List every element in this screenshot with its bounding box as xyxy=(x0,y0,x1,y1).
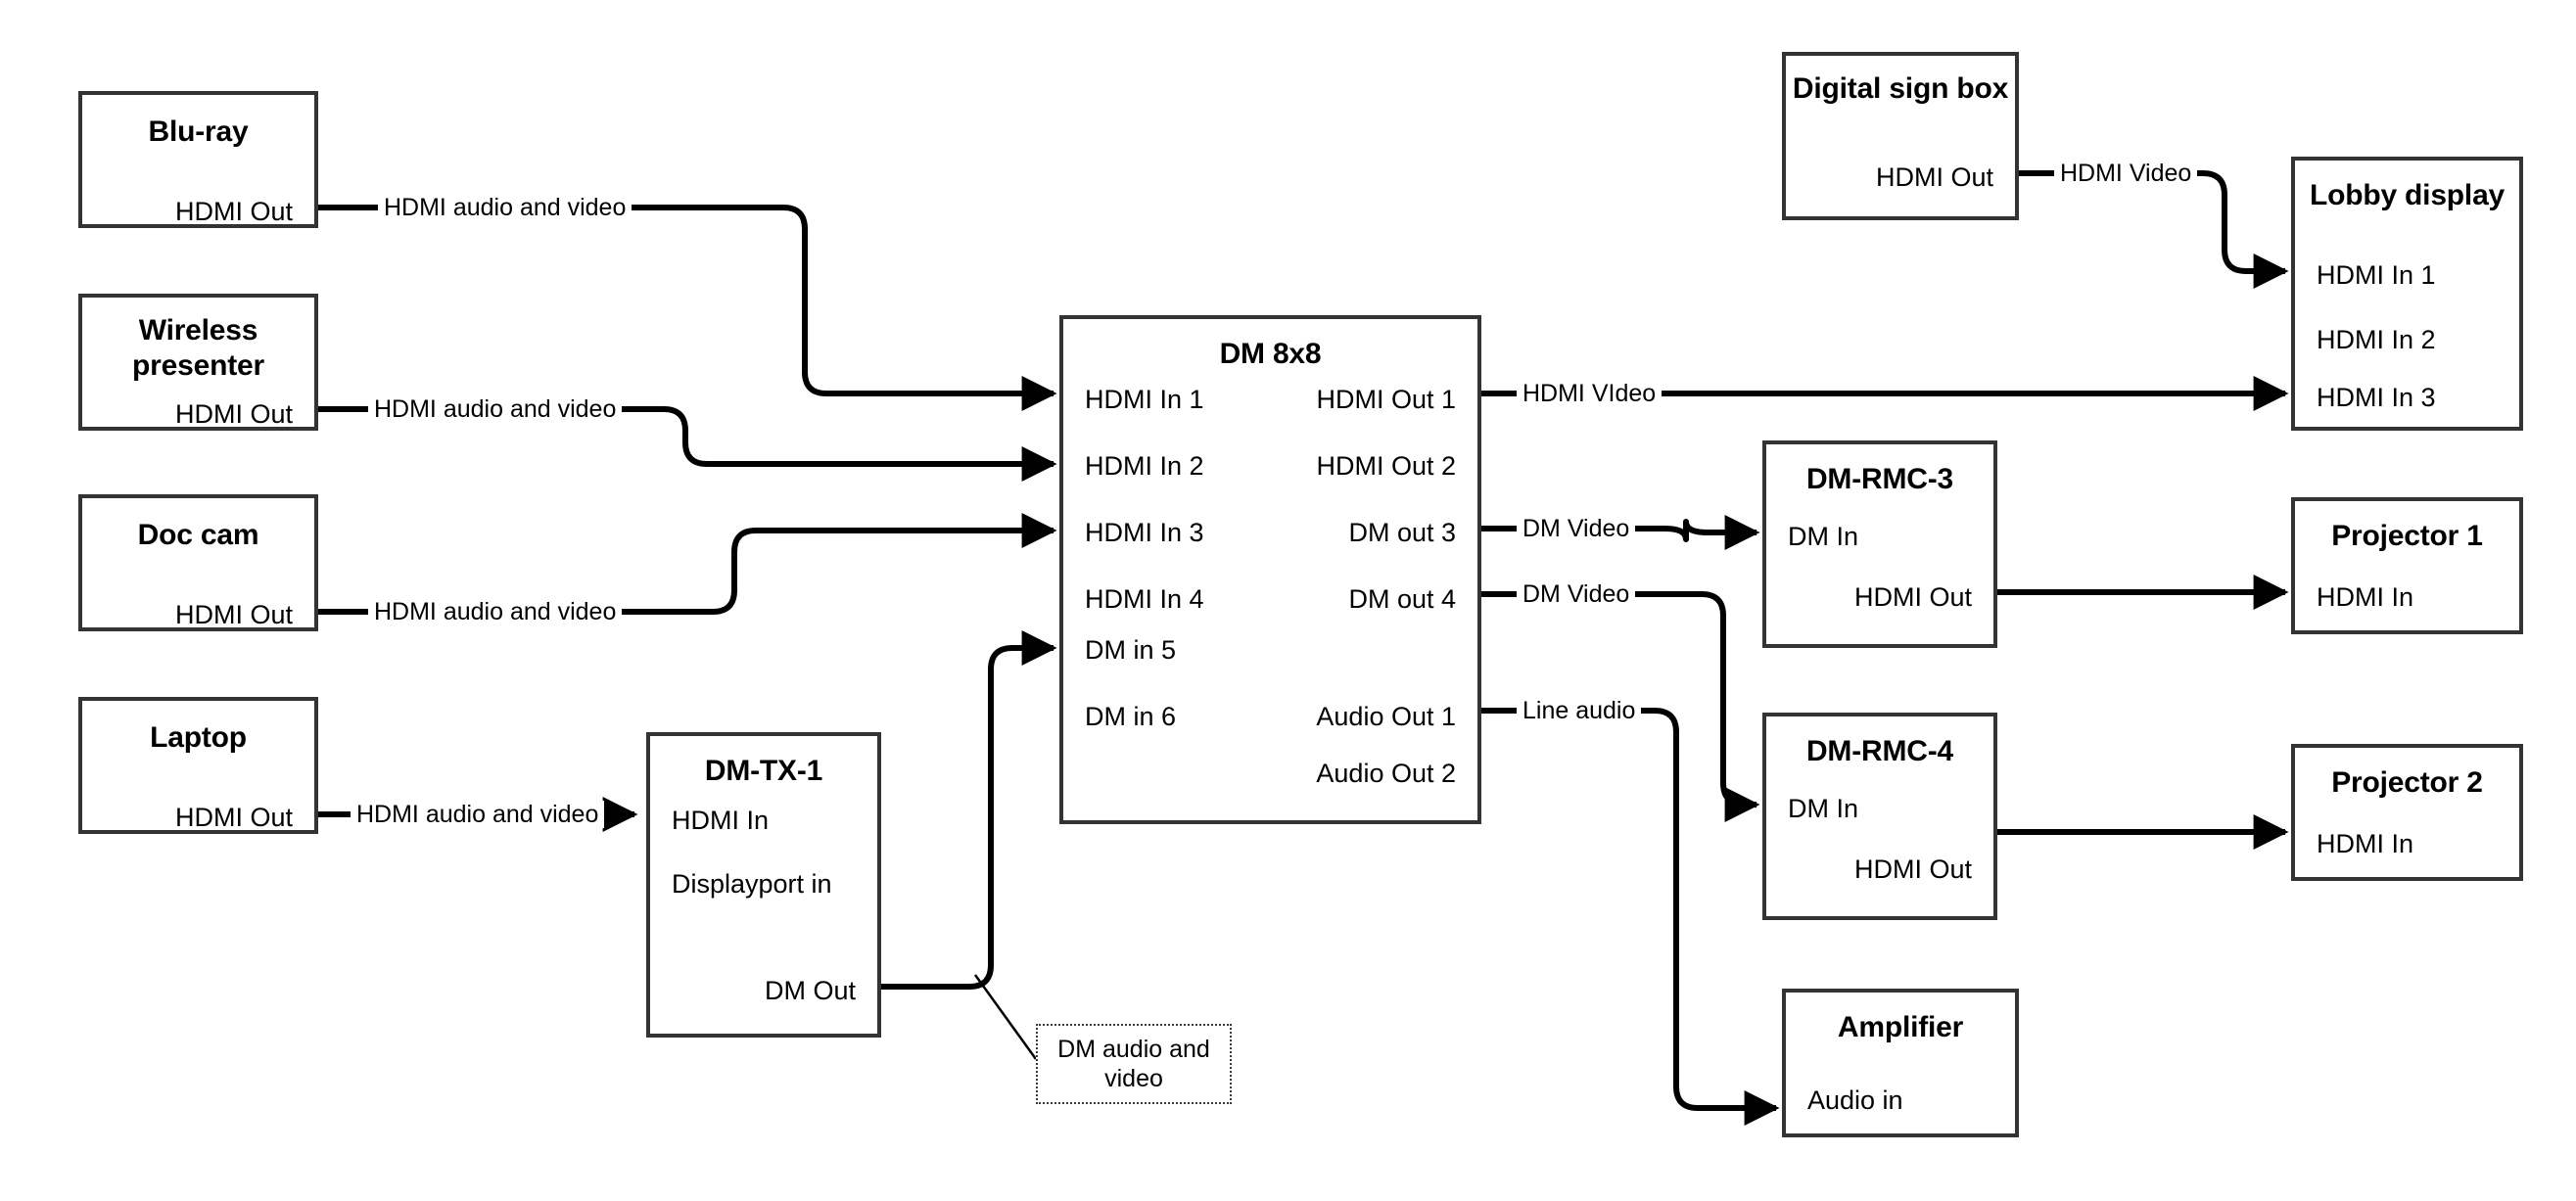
node-amplifier[interactable]: Amplifier Audio in xyxy=(1782,989,2019,1137)
digital-sign-box-port-hdmi-out[interactable]: HDMI Out xyxy=(1875,162,1993,192)
wire-label-wireless: HDMI audio and video xyxy=(368,395,623,423)
lobby-display-input-hdmi-in-2[interactable]: HDMI In 2 xyxy=(2317,325,2436,354)
dm-rmc-3-title: DM-RMC-3 xyxy=(1805,463,1954,495)
node-dm-tx-1[interactable]: DM-TX-1 HDMI In Displayport in DM Out xyxy=(646,732,881,1038)
dm-tx-1-port-displayport-in[interactable]: Displayport in xyxy=(672,869,832,899)
dm-8x8-output-audio-out-2[interactable]: Audio Out 2 xyxy=(1316,759,1456,788)
wire-label-bluray: HDMI audio and video xyxy=(378,194,632,221)
wire-label-laptop: HDMI audio and video xyxy=(351,801,605,828)
callout-leader-line xyxy=(973,974,1038,1060)
wire-label-digitalsign: HDMI Video xyxy=(2054,160,2198,187)
dm-tx-1-title: DM-TX-1 xyxy=(704,755,823,787)
wire-audio-out-1-to-amplifier xyxy=(1481,708,1780,1126)
node-projector-2[interactable]: Projector 2 HDMI In xyxy=(2291,744,2523,881)
dm-8x8-input-dm-in-5[interactable]: DM in 5 xyxy=(1085,635,1177,665)
dm-8x8-input-hdmi-in-2[interactable]: HDMI In 2 xyxy=(1085,451,1204,481)
dm-8x8-input-hdmi-in-4[interactable]: HDMI In 4 xyxy=(1085,584,1204,614)
node-dm-rmc-4[interactable]: DM-RMC-4 DM In HDMI Out xyxy=(1762,713,1997,920)
node-dm-8x8[interactable]: DM 8x8 HDMI In 1 HDMI In 2 HDMI In 3 HDM… xyxy=(1059,315,1481,824)
node-doc-cam[interactable]: Doc cam HDMI Out xyxy=(78,494,318,631)
wire-label-dm-out-3: DM Video xyxy=(1517,515,1636,542)
projector-2-port-hdmi-in[interactable]: HDMI In xyxy=(2317,829,2414,858)
wireless-presenter-title: Wireless presenter xyxy=(132,314,264,382)
dm-8x8-output-dm-out-4[interactable]: DM out 4 xyxy=(1348,584,1456,614)
projector-1-port-hdmi-in[interactable]: HDMI In xyxy=(2317,582,2414,612)
wire-label-dm-out-4: DM Video xyxy=(1517,580,1636,608)
wire-label-audio-out-1: Line audio xyxy=(1517,697,1642,724)
bluray-title: Blu-ray xyxy=(148,115,249,148)
dm-rmc-3-port-hdmi-out[interactable]: HDMI Out xyxy=(1853,582,1972,612)
node-dm-rmc-3[interactable]: DM-RMC-3 DM In HDMI Out xyxy=(1762,440,1997,648)
dm-8x8-title: DM 8x8 xyxy=(1219,338,1322,370)
dm-8x8-output-dm-out-3[interactable]: DM out 3 xyxy=(1348,518,1456,547)
dm-8x8-output-hdmi-out-2[interactable]: HDMI Out 2 xyxy=(1316,451,1456,481)
node-laptop[interactable]: Laptop HDMI Out xyxy=(78,697,318,834)
lobby-display-input-hdmi-in-1[interactable]: HDMI In 1 xyxy=(2317,260,2436,290)
doc-cam-port-hdmi-out[interactable]: HDMI Out xyxy=(174,600,293,629)
wire-bluray-to-hdmi-in-1 xyxy=(318,205,1057,411)
wire-wireless-to-hdmi-in-2 xyxy=(318,406,1057,482)
dm-rmc-4-port-hdmi-out[interactable]: HDMI Out xyxy=(1853,855,1972,884)
dm-rmc-3-port-dm-in[interactable]: DM In xyxy=(1788,522,1859,551)
wire-dm-out-3-to-dmrmc3 xyxy=(1481,515,1760,550)
wire-label-hdmi-out-1: HDMI VIdeo xyxy=(1517,380,1663,407)
dm-rmc-4-port-dm-in[interactable]: DM In xyxy=(1788,794,1859,823)
dm-8x8-input-hdmi-in-3[interactable]: HDMI In 3 xyxy=(1085,518,1204,547)
dm-8x8-output-hdmi-out-1[interactable]: HDMI Out 1 xyxy=(1316,385,1456,414)
dm-rmc-4-title: DM-RMC-4 xyxy=(1805,735,1954,767)
projector-2-title: Projector 2 xyxy=(2331,766,2483,799)
wire-doccam-to-hdmi-in-3 xyxy=(318,513,1057,615)
wire-digitalsign-to-lobby-hdmi-in-1 xyxy=(2019,170,2289,289)
node-bluray[interactable]: Blu-ray HDMI Out xyxy=(78,91,318,228)
bluray-port-hdmi-out[interactable]: HDMI Out xyxy=(174,197,293,226)
dm-8x8-output-audio-out-1[interactable]: Audio Out 1 xyxy=(1316,702,1456,731)
lobby-display-input-hdmi-in-3[interactable]: HDMI In 3 xyxy=(2317,383,2436,412)
dm-tx-1-port-dm-out[interactable]: DM Out xyxy=(764,976,856,1005)
node-projector-1[interactable]: Projector 1 HDMI In xyxy=(2291,497,2523,634)
projector-1-title: Projector 1 xyxy=(2331,520,2483,552)
dm-8x8-input-hdmi-in-1[interactable]: HDMI In 1 xyxy=(1085,385,1204,414)
laptop-port-hdmi-out[interactable]: HDMI Out xyxy=(174,803,293,832)
wireless-presenter-port-hdmi-out[interactable]: HDMI Out xyxy=(174,399,293,429)
wire-dmtx1-to-dm-in-5 xyxy=(881,630,1057,990)
dm-tx-1-port-hdmi-in[interactable]: HDMI In xyxy=(672,806,770,835)
digital-sign-box-title: Digital sign box xyxy=(1792,72,2009,105)
amplifier-title: Amplifier xyxy=(1837,1011,1964,1043)
node-digital-sign-box[interactable]: Digital sign box HDMI Out xyxy=(1782,52,2019,220)
dm-8x8-input-dm-in-6[interactable]: DM in 6 xyxy=(1085,702,1177,731)
amplifier-port-audio-in[interactable]: Audio in xyxy=(1807,1086,1903,1115)
callout-dm-audio-and-video: DM audio and video xyxy=(1036,1024,1232,1104)
doc-cam-title: Doc cam xyxy=(137,519,259,551)
node-wireless-presenter[interactable]: Wireless presenter HDMI Out xyxy=(78,294,318,431)
lobby-display-title: Lobby display xyxy=(2309,179,2506,211)
node-lobby-display[interactable]: Lobby display HDMI In 1 HDMI In 2 HDMI I… xyxy=(2291,157,2523,431)
wire-label-doccam: HDMI audio and video xyxy=(368,598,623,625)
wire-dm-out-4-to-dmrmc4 xyxy=(1481,591,1760,822)
laptop-title: Laptop xyxy=(150,721,247,754)
